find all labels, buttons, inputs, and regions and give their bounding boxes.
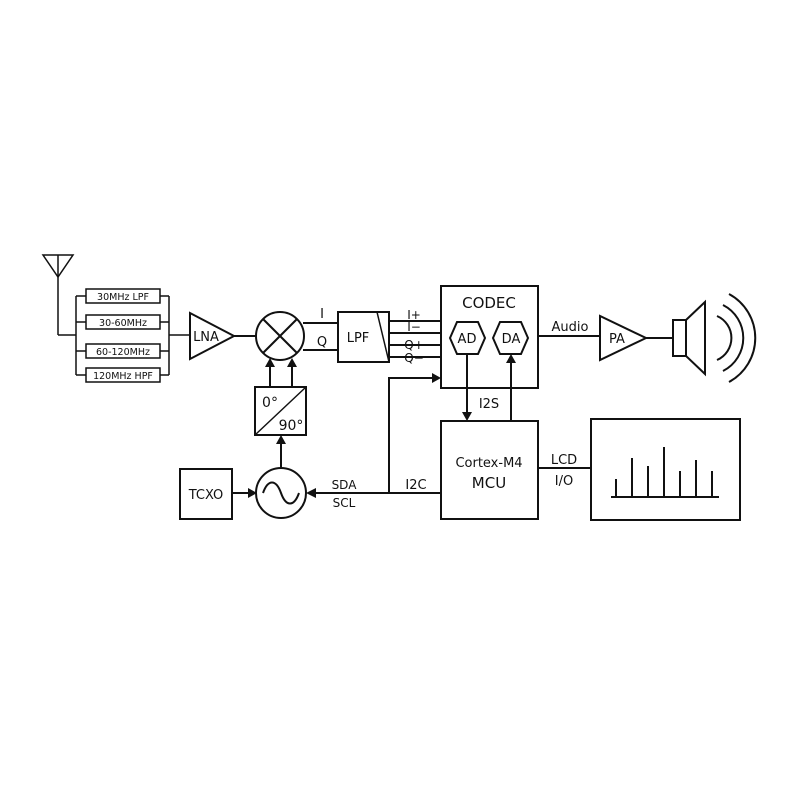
- filter-bank: 30MHz LPF 30-60MHz 60-120MHz 120MHz HPF: [58, 288, 190, 383]
- phase-shifter-block: 0° 90°: [254, 386, 307, 436]
- iq-diff-lines: [389, 320, 441, 358]
- mcu-line2: MCU: [472, 474, 506, 492]
- speaker-icon: [672, 293, 757, 383]
- audio-label: Audio: [552, 320, 589, 335]
- filter-label: 120MHz HPF: [93, 371, 153, 382]
- lna-label: LNA: [193, 330, 219, 345]
- sda-label: SDA: [332, 478, 358, 492]
- tcxo-block: TCXO: [179, 468, 233, 520]
- phase-0-label: 0°: [262, 395, 278, 411]
- filter-label: 30-60MHz: [99, 318, 147, 329]
- lpf-block: LPF: [337, 311, 390, 363]
- filter-label: 60-120MHz: [96, 347, 150, 358]
- codec-input-q-plus: Q+: [404, 338, 424, 352]
- spectrum-icon: [611, 447, 719, 498]
- lpf-label: LPF: [347, 331, 370, 346]
- oscillator-icon: [255, 467, 307, 519]
- mixer-icon: [255, 311, 305, 361]
- adc-block: AD: [448, 321, 487, 355]
- pa-amplifier: PA: [599, 314, 649, 362]
- filter-120mhz-hpf: 120MHz HPF: [76, 367, 169, 383]
- pa-label: PA: [609, 332, 625, 347]
- mcu-block: Cortex-M4 MCU: [440, 420, 539, 520]
- q-signal-label: Q: [317, 335, 327, 350]
- codec-title: CODEC: [462, 294, 516, 312]
- filter-30mhz-lpf: 30MHz LPF: [76, 288, 169, 304]
- filter-label: 30MHz LPF: [97, 292, 149, 303]
- i2s-label: I2S: [479, 397, 499, 412]
- i2c-label: I2C: [405, 478, 426, 493]
- codec-input-i-plus: I+: [407, 308, 421, 322]
- adc-label: AD: [458, 332, 477, 347]
- filter-30-60mhz: 30-60MHz: [76, 314, 169, 330]
- lcd-label: LCD: [551, 453, 577, 468]
- scl-label: SCL: [333, 496, 356, 510]
- filter-60-120mhz: 60-120MHz: [76, 343, 169, 359]
- lna-amplifier: LNA: [189, 311, 237, 361]
- dac-block: DA: [491, 321, 530, 355]
- antenna-icon: [41, 254, 75, 335]
- io-label: I/O: [555, 474, 573, 489]
- phase-90-label: 90°: [279, 418, 304, 434]
- codec-input-i-minus: I−: [407, 320, 421, 334]
- lcd-display: [590, 418, 741, 521]
- dac-label: DA: [502, 332, 521, 347]
- codec-input-q-minus: Q−: [404, 351, 424, 365]
- mcu-line1: Cortex-M4: [455, 456, 522, 471]
- i-signal-label: I: [320, 307, 324, 322]
- tcxo-label: TCXO: [188, 488, 224, 503]
- codec-block: CODEC AD DA: [440, 285, 539, 389]
